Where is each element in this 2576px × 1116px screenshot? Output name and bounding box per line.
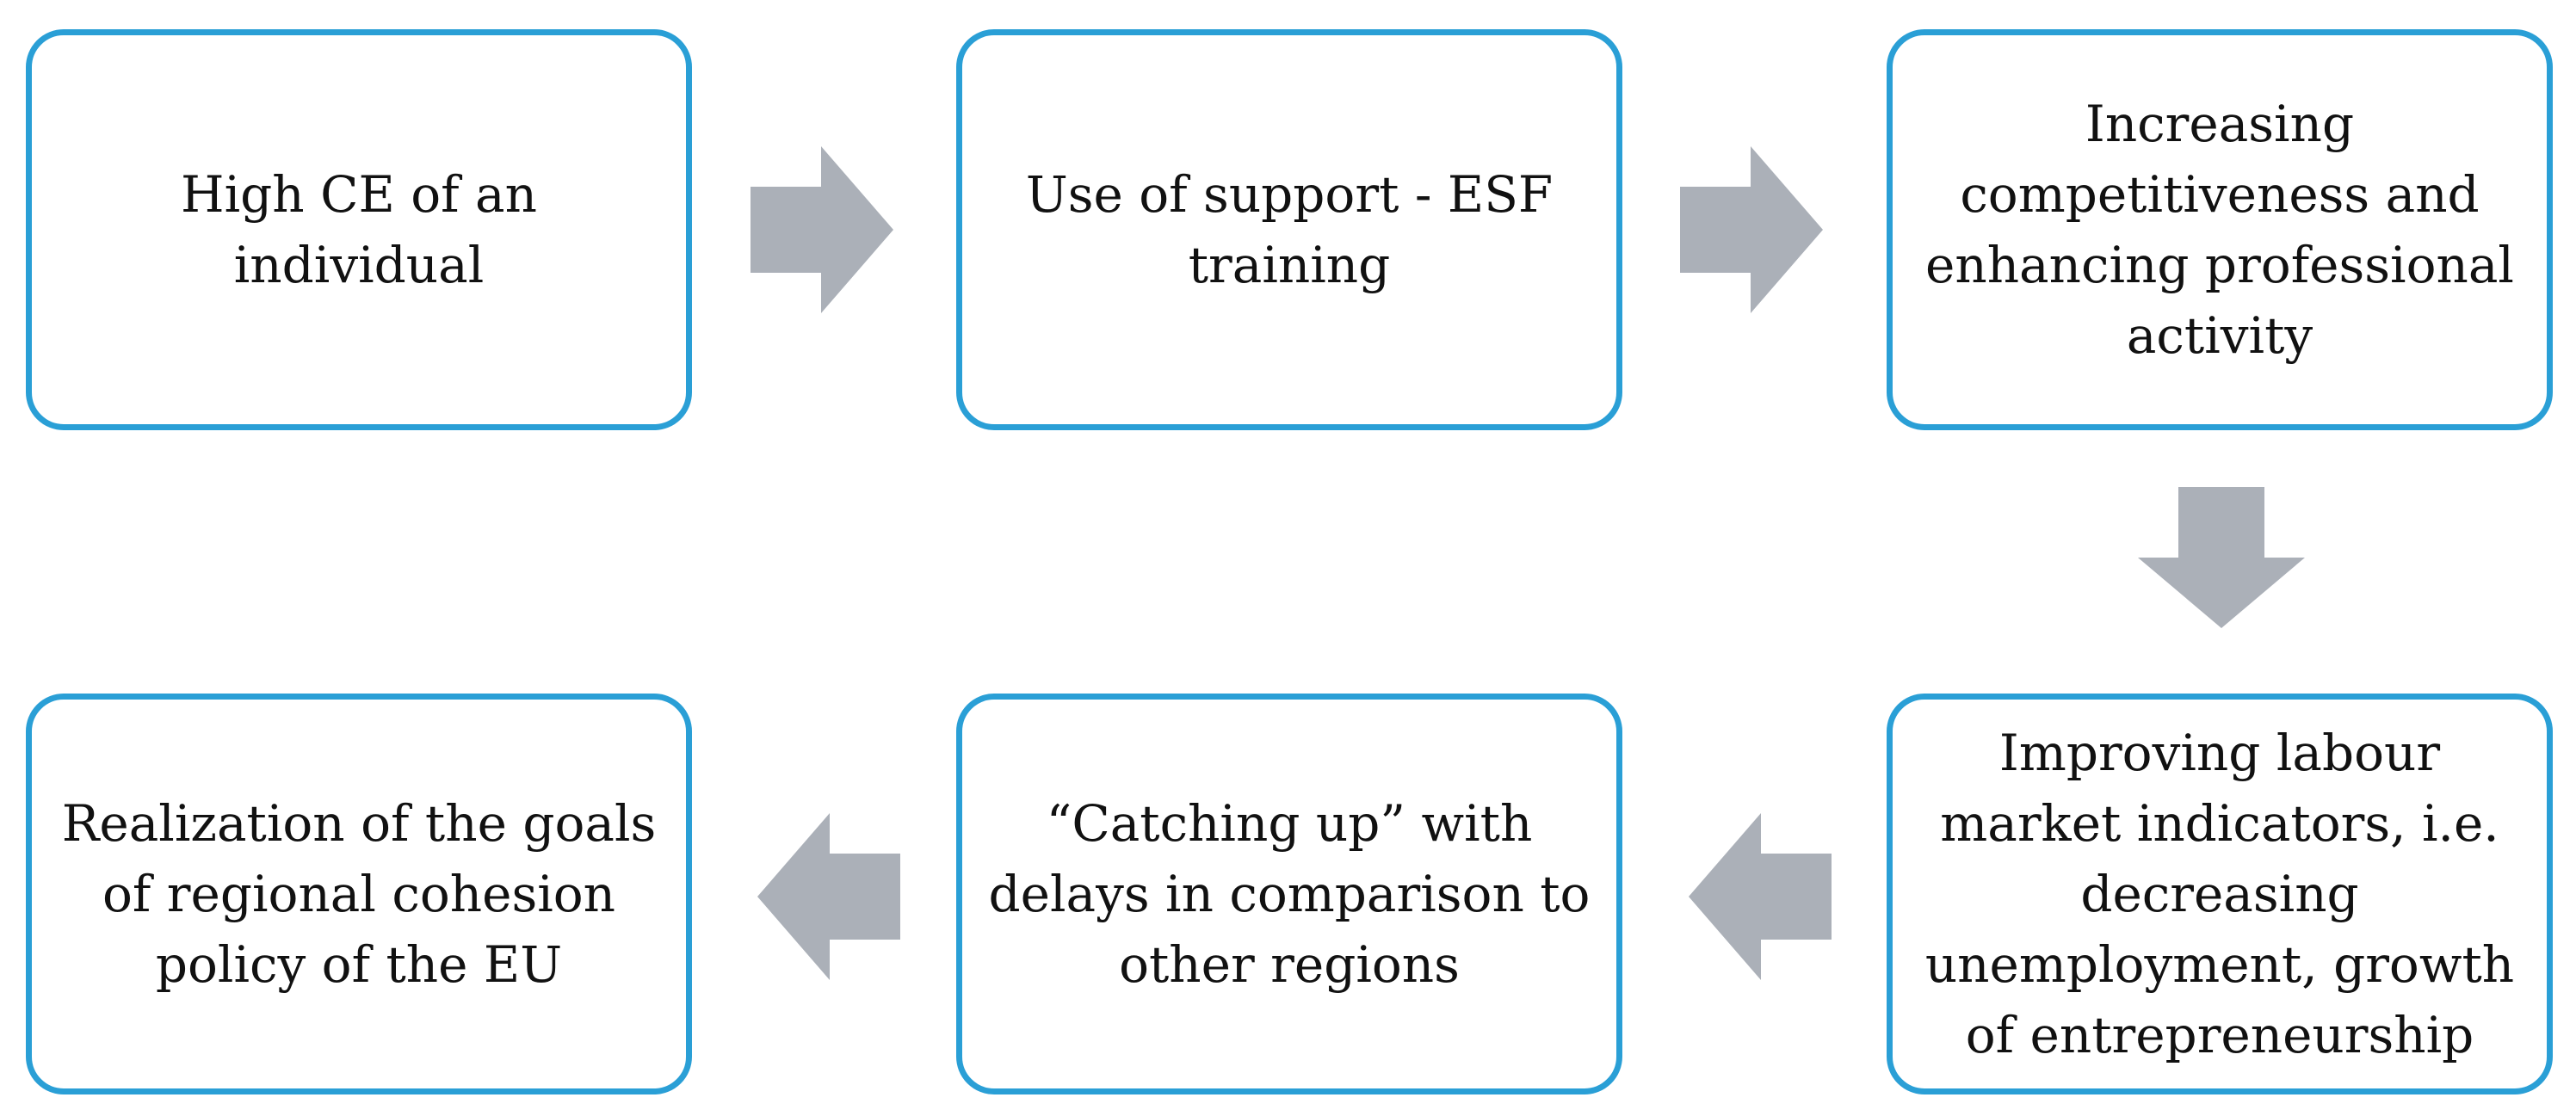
flow-box-regional-cohesion-text: Realization of the goals of regional coh… [61,794,657,994]
arrow-left-icon-2 [757,813,900,980]
flow-box-competitiveness-text: Increasing competitiveness and enhancing… [1925,95,2514,365]
arrow-down-icon [2138,487,2305,628]
flow-box-esf-support: Use of support - ESF training [956,29,1622,430]
arrow-right-icon-2 [1680,146,1823,313]
flow-box-competitiveness: Increasing competitiveness and enhancing… [1887,29,2553,430]
arrow-left-icon-1 [1689,813,1832,980]
flow-box-regional-cohesion: Realization of the goals of regional coh… [26,694,692,1094]
flow-box-esf-support-text: Use of support - ESF training [1025,165,1554,294]
flow-box-catching-up: “Catching up” with delays in comparison … [956,694,1622,1094]
flow-box-catching-up-text: “Catching up” with delays in comparison … [988,794,1591,994]
flow-box-labour-market-text: Improving labour market indicators, i.e.… [1924,724,2515,1064]
flow-box-high-ce-text: High CE of an individual [181,165,537,294]
arrow-right-icon-1 [751,146,893,313]
flow-box-high-ce: High CE of an individual [26,29,692,430]
flow-box-labour-market: Improving labour market indicators, i.e.… [1887,694,2553,1094]
